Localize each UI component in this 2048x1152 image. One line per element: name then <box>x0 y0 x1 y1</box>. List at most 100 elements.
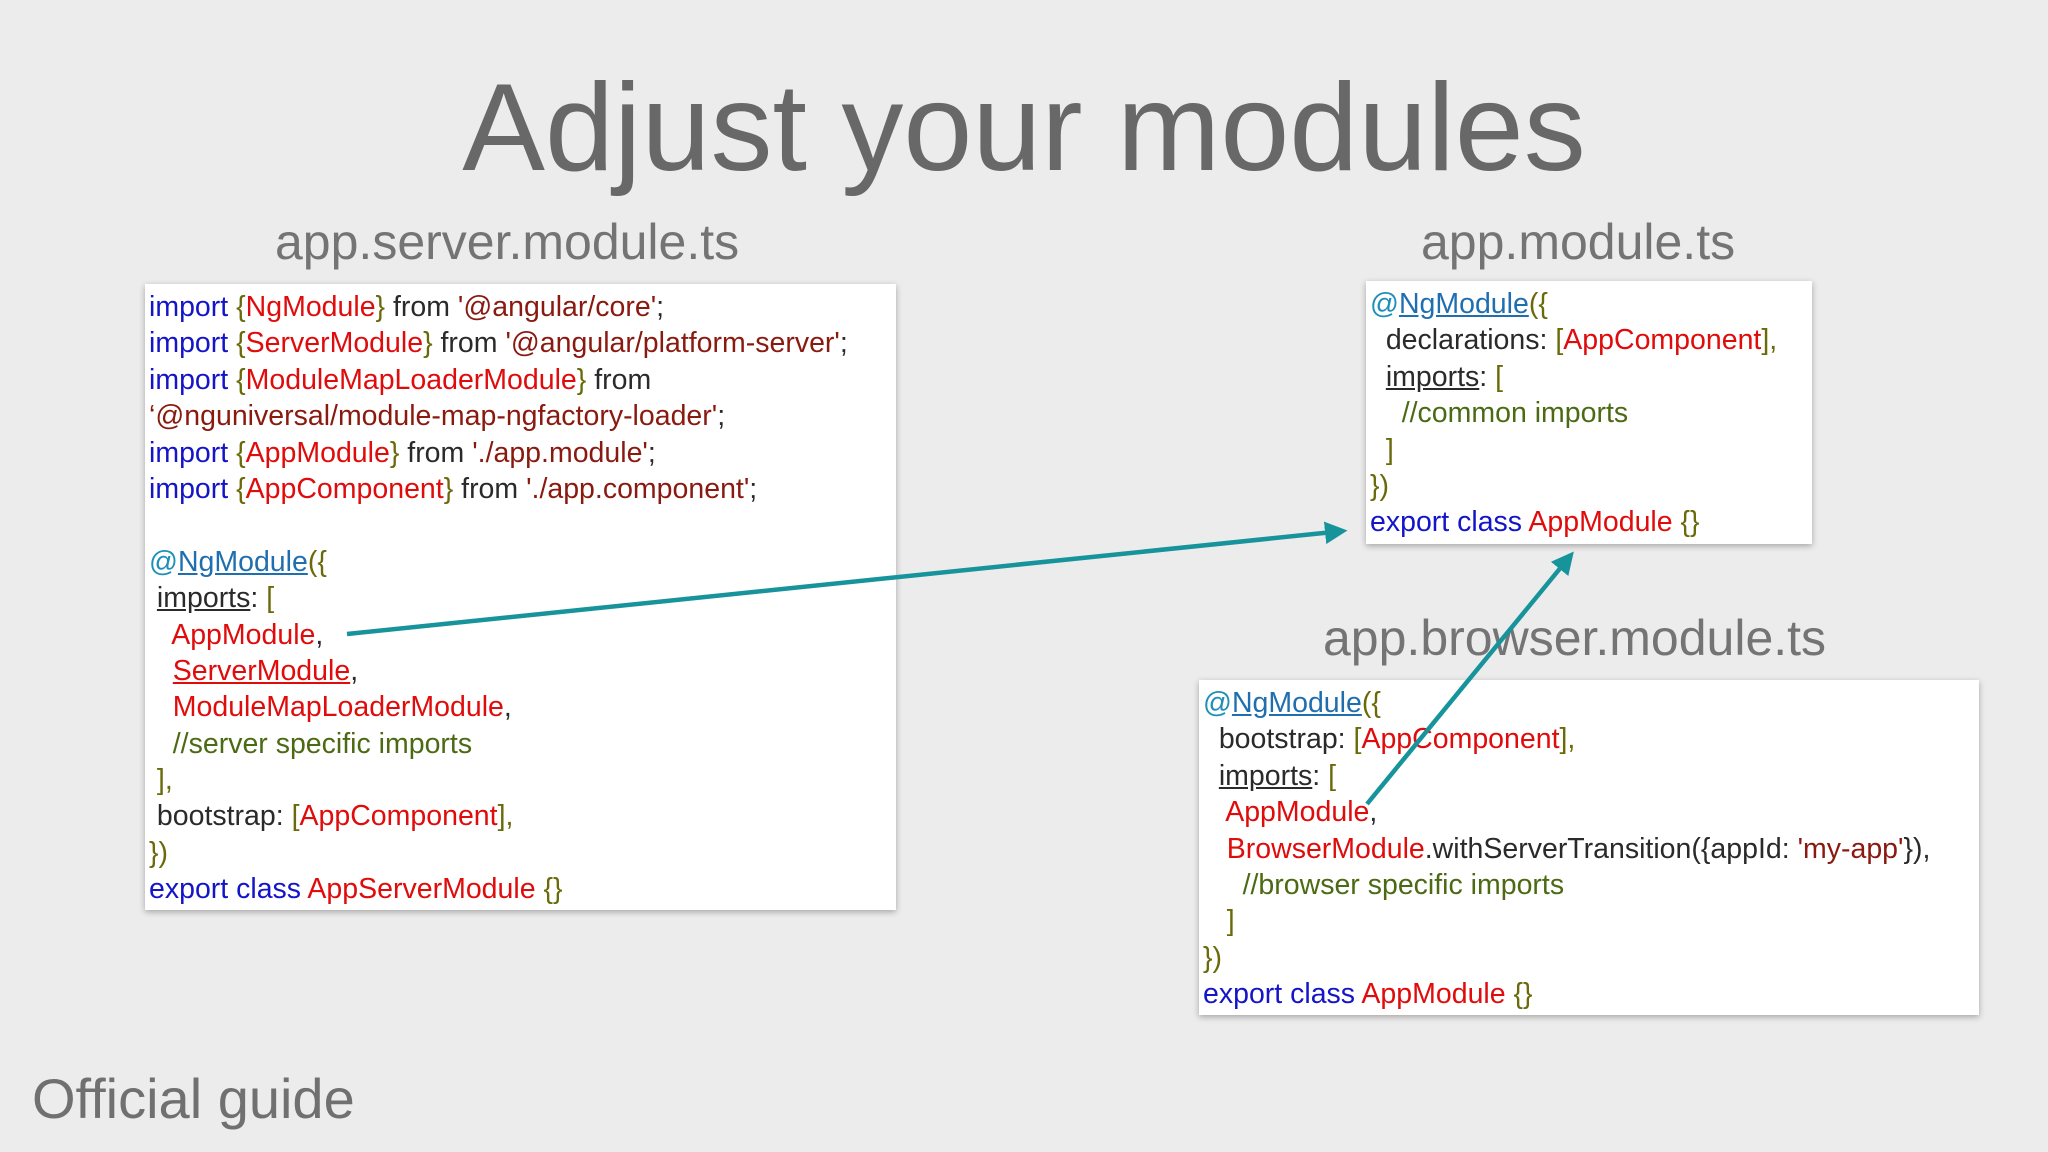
code-token: export class <box>1370 506 1523 539</box>
code-token <box>1203 796 1225 828</box>
code-line: import {NgModule} from '@angular/core'; <box>149 289 896 325</box>
code-token: , <box>1369 796 1378 829</box>
code-token: AppComponent <box>245 472 444 505</box>
code-line: //server specific imports <box>149 726 896 762</box>
code-line: import {AppComponent} from './app.compon… <box>149 471 896 507</box>
code-token: ], <box>1559 723 1576 756</box>
code-token: AppModule <box>1361 978 1506 1011</box>
code-token <box>149 655 173 687</box>
code-token: import <box>149 327 229 360</box>
code-line: export class AppModule {} <box>1370 504 1812 540</box>
code-token: from <box>432 327 506 360</box>
code-token: } <box>423 327 433 360</box>
code-token: AppModule <box>245 436 390 469</box>
code-token: ] <box>1385 433 1394 466</box>
code-line: bootstrap: [AppComponent], <box>149 798 896 834</box>
code-token <box>149 764 157 796</box>
code-token: { <box>236 327 246 360</box>
code-token: } <box>443 472 454 505</box>
code-token <box>149 728 173 760</box>
code-line: declarations: [AppComponent], <box>1370 322 1812 358</box>
code-line: bootstrap: [AppComponent], <box>1203 721 1979 757</box>
server-module-caption: app.server.module.ts <box>275 214 740 270</box>
code-token: from <box>399 436 473 469</box>
server-module-code: import {NgModule} from '@angular/core';i… <box>145 284 896 910</box>
code-token: import <box>149 436 229 469</box>
code-line: BrowserModule.withServerTransition({appI… <box>1203 831 1979 867</box>
code-token: ModuleMapLoaderModule <box>245 363 577 396</box>
code-token: export class <box>149 873 302 906</box>
code-token <box>1506 978 1514 1010</box>
code-token: ; <box>717 400 726 433</box>
code-line: @NgModule({ <box>149 544 896 580</box>
code-token: bootstrap: <box>149 800 292 833</box>
code-token: { <box>236 436 246 469</box>
code-token: bootstrap: <box>1203 723 1354 756</box>
code-token: [ <box>1495 360 1504 393</box>
code-token: from <box>385 291 458 323</box>
code-token <box>1203 905 1227 937</box>
browser-module-caption: app.browser.module.ts <box>1323 610 1827 666</box>
code-token: , <box>350 654 359 687</box>
code-line: @NgModule({ <box>1203 685 1979 721</box>
code-line: import {AppModule} from './app.module'; <box>149 435 896 471</box>
code-token: ({ <box>1361 687 1381 719</box>
code-token: ], <box>1761 324 1778 357</box>
code-token: : <box>1479 360 1496 393</box>
code-token: ] <box>1226 905 1235 938</box>
code-line: imports: [ <box>1370 359 1812 395</box>
code-token: @ <box>1203 687 1232 719</box>
code-token <box>1203 760 1219 792</box>
code-token: from <box>586 363 652 396</box>
code-token <box>1370 397 1402 429</box>
code-line: export class AppModule {} <box>1203 976 1979 1012</box>
code-token: ServerModule <box>172 654 351 687</box>
code-token: imports <box>1385 360 1480 393</box>
code-token <box>149 691 173 723</box>
code-token <box>228 327 236 359</box>
code-token: imports <box>156 582 251 615</box>
code-line: }) <box>1370 468 1812 504</box>
code-token <box>1203 869 1243 901</box>
code-token: [ <box>1328 759 1337 792</box>
code-token: .withServerTransition({appId: <box>1424 832 1798 865</box>
code-token: NgModule <box>177 545 308 578</box>
code-token: AppComponent <box>299 800 498 833</box>
code-token: BrowserModule <box>1226 832 1425 865</box>
code-token: { <box>236 363 246 396</box>
code-token: { <box>236 291 246 323</box>
app-module-caption: app.module.ts <box>1421 214 1736 270</box>
code-token: AppComponent <box>1361 723 1560 756</box>
code-line: AppModule, <box>149 617 896 653</box>
code-line: @NgModule({ <box>1370 286 1812 322</box>
code-token: ModuleMapLoaderModule <box>172 691 504 724</box>
code-line: //browser specific imports <box>1203 867 1979 903</box>
code-token <box>228 437 236 469</box>
code-token: } <box>375 291 386 323</box>
code-line: imports: [ <box>149 580 896 616</box>
code-token <box>1370 434 1386 466</box>
code-line: import {ServerModule} from '@angular/pla… <box>149 325 896 361</box>
code-token: {} <box>543 873 563 906</box>
code-token: [ <box>1555 324 1564 357</box>
code-line: ModuleMapLoaderModule, <box>149 689 896 725</box>
code-token: './app.module' <box>472 436 648 469</box>
code-line: export class AppServerModule {} <box>149 871 896 907</box>
code-token <box>1673 506 1681 538</box>
code-token: { <box>236 472 246 505</box>
code-line: }) <box>1203 940 1979 976</box>
code-token: import <box>149 363 229 396</box>
code-token: AppModule <box>171 618 316 651</box>
code-token <box>149 619 171 651</box>
code-token: 'my-app' <box>1797 832 1904 865</box>
code-token: [ <box>291 800 300 833</box>
code-token: AppModule <box>1225 796 1370 829</box>
code-line: imports: [ <box>1203 758 1979 794</box>
code-token: import <box>149 291 229 323</box>
code-token: ; <box>647 436 656 469</box>
code-token: , <box>315 618 324 651</box>
code-token: from <box>453 472 527 505</box>
code-token <box>1370 361 1386 393</box>
code-token: }), <box>1903 832 1931 865</box>
code-token: } <box>389 436 400 469</box>
